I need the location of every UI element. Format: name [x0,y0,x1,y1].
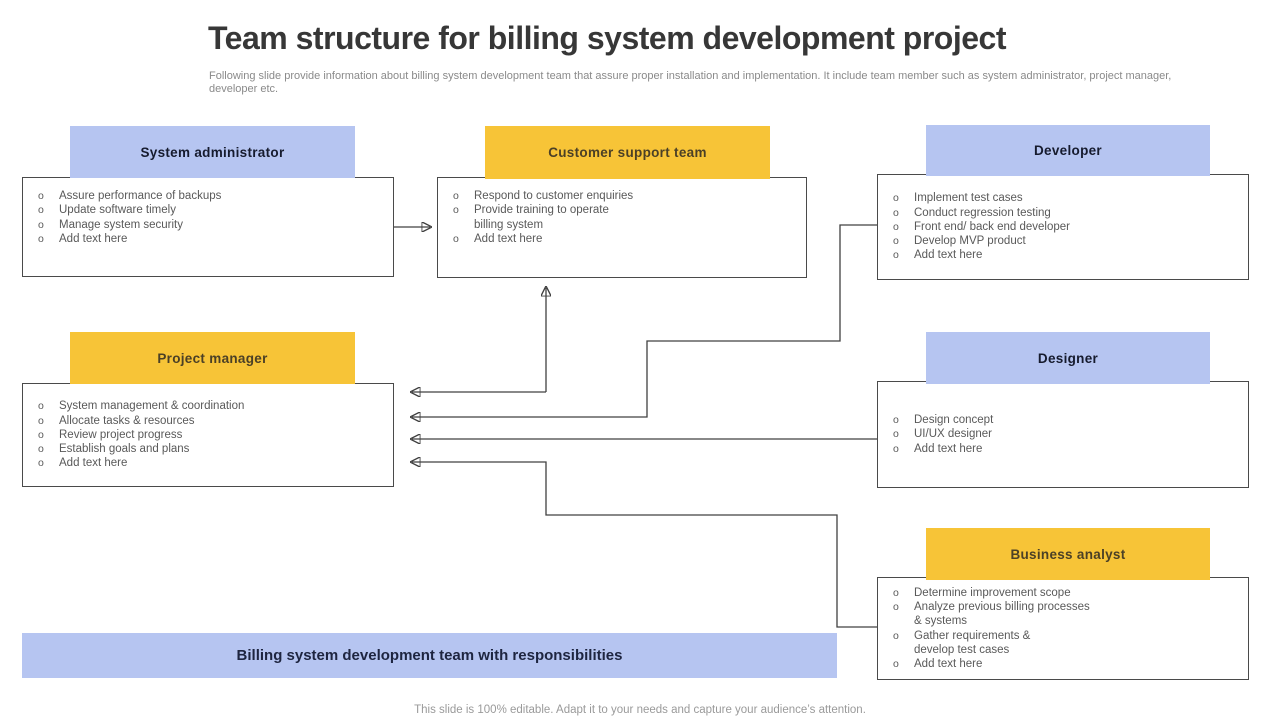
list-item: System management & coordination [29,399,387,414]
list-item: Update software timely [29,203,387,218]
team-header-developer: Developer [926,125,1210,176]
team-body-customer-support: Respond to customer enquiriesProvide tra… [437,177,807,278]
responsibility-list-project-manager: System management & coordinationAllocate… [23,399,393,471]
responsibility-list-designer: Design conceptUI/UX designerAdd text her… [878,413,1248,456]
team-body-project-manager: System management & coordinationAllocate… [22,383,394,487]
list-item: Provide training to operate billing syst… [444,203,800,232]
list-item: Analyze previous billing processes & sys… [884,600,1242,629]
list-item: Allocate tasks & resources [29,414,387,429]
team-header-project-manager: Project manager [70,332,355,384]
team-title-project-manager: Project manager [157,350,268,366]
bottom-banner: Billing system development team with res… [22,633,837,678]
team-header-business-analyst: Business analyst [926,528,1210,580]
list-item: Review project progress [29,428,387,443]
list-item: Conduct regression testing [884,206,1242,221]
footer-note: This slide is 100% editable. Adapt it to… [414,704,866,716]
team-body-system-administrator: Assure performance of backupsUpdate soft… [22,177,394,277]
responsibility-list-customer-support: Respond to customer enquiriesProvide tra… [438,189,806,246]
team-body-designer: Design conceptUI/UX designerAdd text her… [877,381,1249,488]
team-header-customer-support: Customer support team [485,126,770,179]
list-item: Establish goals and plans [29,442,387,457]
list-item: Develop MVP product [884,234,1242,249]
team-title-developer: Developer [1034,143,1102,158]
team-title-business-analyst: Business analyst [1010,546,1126,562]
slide-subtitle: Following slide provide information abou… [209,70,1172,95]
list-item: UI/UX designer [884,427,1242,442]
team-body-developer: Implement test casesConduct regression t… [877,174,1249,280]
list-item: Manage system security [29,218,387,233]
list-item: Respond to customer enquiries [444,189,800,204]
team-title-customer-support: Customer support team [548,145,707,160]
list-item: Add text here [884,442,1242,457]
list-item: Add text here [29,232,387,247]
list-item: Add text here [29,456,387,471]
team-title-system-administrator: System administrator [140,144,285,160]
list-item: Add text here [884,248,1242,263]
list-item: Add text here [444,232,800,247]
team-body-business-analyst: Determine improvement scopeAnalyze previ… [877,577,1249,680]
bottom-banner-label: Billing system development team with res… [236,647,623,664]
slide-title: Team structure for billing system develo… [208,20,1006,56]
responsibility-list-business-analyst: Determine improvement scopeAnalyze previ… [878,586,1248,672]
team-header-system-administrator: System administrator [70,126,355,178]
list-item: Gather requirements & develop test cases [884,629,1242,658]
list-item: Design concept [884,413,1242,428]
responsibility-list-system-administrator: Assure performance of backupsUpdate soft… [23,189,393,246]
team-title-designer: Designer [1037,350,1099,366]
arrow-analyst-to-pm [412,462,877,628]
list-item: Assure performance of backups [29,189,387,204]
team-header-designer: Designer [926,332,1210,384]
list-item: Add text here [884,657,1242,672]
responsibility-list-developer: Implement test casesConduct regression t… [878,191,1248,263]
list-item: Front end/ back end developer [884,220,1242,235]
list-item: Implement test cases [884,191,1242,206]
list-item: Determine improvement scope [884,586,1242,601]
